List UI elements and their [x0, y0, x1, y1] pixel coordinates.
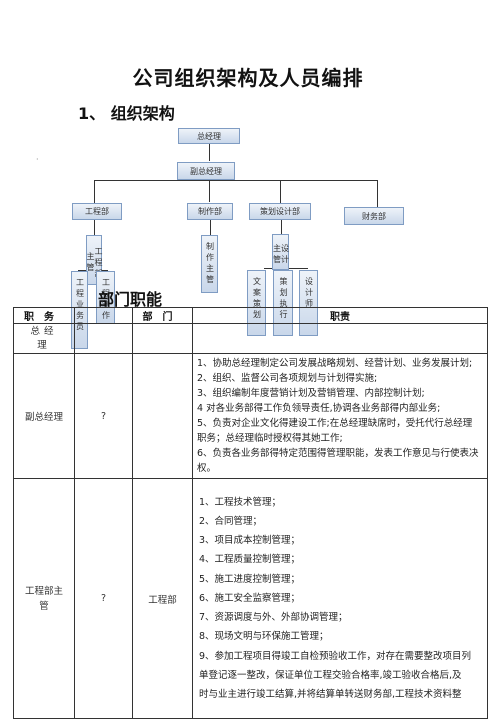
cell-duties: 1、协助总经理制定公司发展战略规划、经营计划、业务发展计划; 2、组织、监督公司…: [192, 353, 488, 479]
cell-position: 副总经理: [13, 353, 75, 479]
connector-line: [94, 219, 95, 235]
duty-line: 3、项目成本控制管理；: [199, 535, 301, 547]
stray-dot: ·: [36, 155, 39, 164]
cell-position: 工程部主管: [13, 478, 75, 719]
duty-line: 5、负责对企业文化得建设工作;在总经理缺席时，受托代行总经理: [197, 418, 473, 429]
connector-line: [94, 180, 377, 181]
connector-line: [280, 180, 281, 204]
duty-line: 6、施工安全监察管理；: [199, 592, 301, 604]
connector-line: [377, 180, 378, 208]
duty-line: 3、组织编制年度营销计划及营销管理、内部控制计划;: [197, 388, 425, 399]
duty-line: 2、合同管理；: [199, 516, 263, 528]
duty-line: 单登记逐一整改，保证单位工程交验合格率,竣工验收合格后,及: [199, 669, 462, 681]
table-row: 副总经理 ? 1、协助总经理制定公司发展战略规划、经营计划、业务发展计划; 2、…: [13, 353, 488, 479]
cell-count: ?: [74, 478, 133, 719]
cell-department: 工程部: [132, 478, 193, 719]
org-box-finance-dept: 财务部: [344, 207, 404, 225]
duty-line: 2、组织、监督公司各项规划与计划得实施;: [197, 373, 378, 384]
org-box-general-manager: 总经理: [178, 128, 240, 144]
duty-line: 6、负责各业务部得特定范围得管理职能，发表工作意见与行使表决: [197, 448, 479, 459]
cell-duties: [192, 323, 488, 354]
section-heading-org: 1、 组织架构: [78, 104, 175, 123]
cell-count: ?: [74, 353, 133, 479]
org-box-deputy-gm: 副总经理: [177, 162, 235, 180]
org-box-planning-design-dept: 策划设计部: [249, 203, 311, 220]
connector-line: [94, 180, 95, 204]
header-position: 职务: [13, 307, 75, 324]
duty-line: 4、工程质量控制管理；: [199, 554, 301, 566]
duty-line: 5、施工进度控制管理；: [199, 573, 301, 585]
org-box-engineering-dept: 工程部: [72, 203, 122, 220]
cell-position: 总经理: [13, 323, 75, 354]
connector-line: [210, 219, 211, 235]
duty-line: 8、现场文明与环保施工管理；: [199, 631, 329, 643]
header-duties: 职责: [192, 307, 488, 324]
org-box-design-supervisor: 设计主管: [272, 234, 290, 270]
duty-line: 1、协助总经理制定公司发展战略规划、经营计划、业务发展计划;: [197, 358, 473, 369]
connector-line: [281, 220, 282, 234]
cell-duties: 1、工程技术管理； 2、合同管理； 3、项目成本控制管理； 4、工程质量控制管理…: [192, 478, 488, 719]
cell-department: [132, 353, 193, 479]
header-count: [74, 307, 133, 324]
table-header-row: 职务 部门 职责: [13, 307, 488, 324]
header-department: 部门: [132, 307, 193, 324]
section-heading-functions: 部门职能: [98, 290, 163, 309]
duty-line: 1、工程技术管理；: [199, 496, 282, 508]
org-box-production-dept: 制作部: [187, 203, 233, 220]
cell-department: [132, 323, 193, 354]
connector-line: [209, 143, 210, 161]
table-row: 工程部主管 ? 工程部 1、工程技术管理； 2、合同管理； 3、项目成本控制管理…: [13, 478, 488, 719]
connector-line: [209, 180, 210, 202]
table-row: 总经理: [13, 323, 488, 354]
duty-line: 职务；总经理临时授权得其她工作;: [197, 433, 343, 444]
duty-line: 9、参加工程项目得竣工自检预验收工作，对存在需要整改项目列: [199, 650, 472, 662]
duty-line: 4 对各业务部得工作负领导责任,协调各业务部得内部业务;: [197, 403, 441, 414]
duty-line: 时与业主进行竣工结算,并将结算单转送财务部,工程技术资料整: [199, 688, 462, 700]
cell-count: [74, 323, 133, 354]
org-box-production-supervisor: 制作主管: [201, 235, 218, 293]
duty-line: 7、资源调度与外、外部协调管理；: [199, 612, 348, 624]
duties-table: 职务 部门 职责 总经理 副总经理 ? 1、协助总经理制定公司发展战略规划、经营…: [13, 307, 488, 719]
duty-line: 权。: [197, 463, 217, 474]
page-title: 公司组织架构及人员编排: [132, 66, 364, 90]
